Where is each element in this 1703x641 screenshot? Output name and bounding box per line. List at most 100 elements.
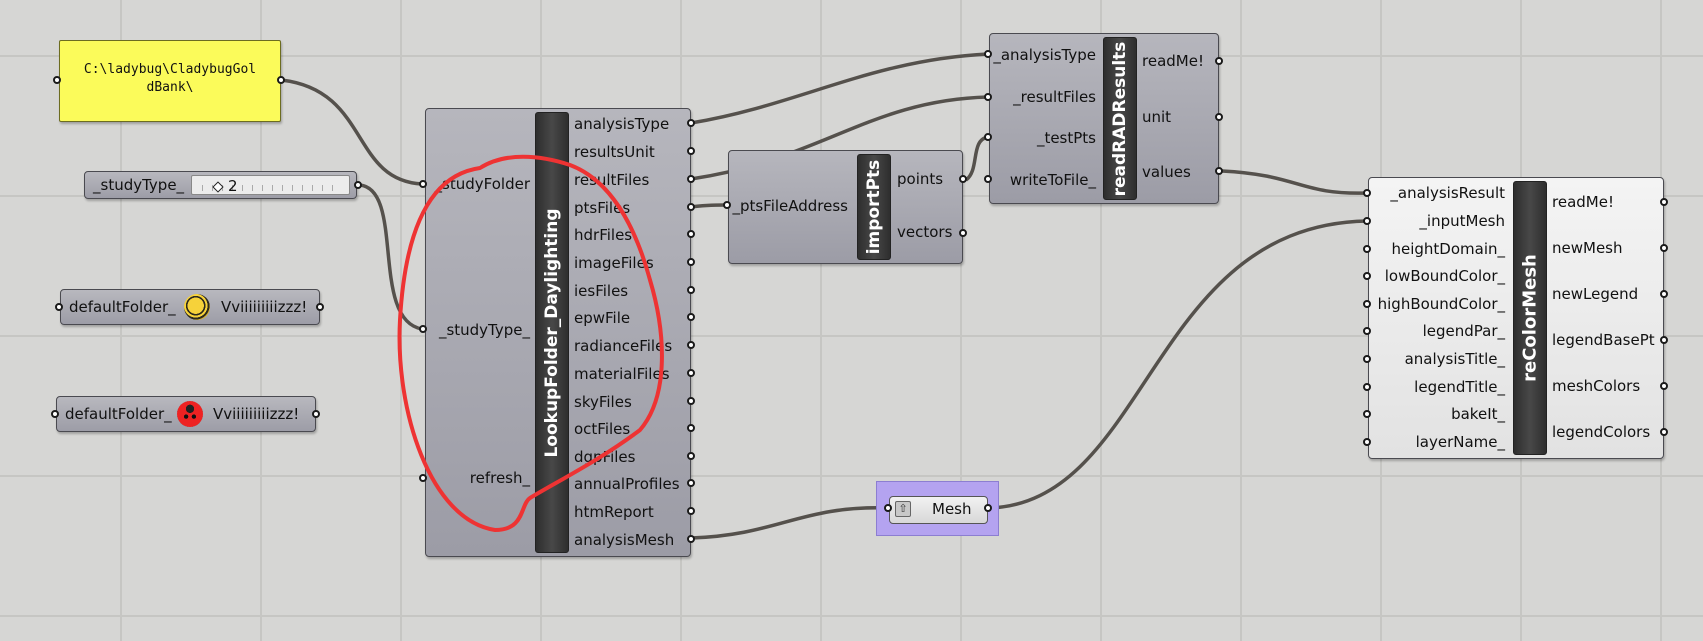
- input-param[interactable]: layerName_: [1415, 433, 1505, 451]
- lookup-input-grip[interactable]: [419, 180, 427, 188]
- output-param[interactable]: imageFiles: [574, 254, 654, 272]
- recolor-output-grip[interactable]: [1660, 290, 1668, 298]
- default-folder-bee-input-grip[interactable]: [55, 303, 63, 311]
- output-param[interactable]: newMesh: [1552, 239, 1623, 257]
- output-param[interactable]: hdrFiles: [574, 226, 633, 244]
- recolor-output-grip[interactable]: [1660, 198, 1668, 206]
- importpts-output-grip[interactable]: [959, 175, 967, 183]
- lookup-output-grip[interactable]: [687, 369, 695, 377]
- lookup-output-grip[interactable]: [687, 203, 695, 211]
- lookup-input-grip[interactable]: [419, 474, 427, 482]
- output-param[interactable]: legendColors: [1552, 423, 1651, 441]
- output-param[interactable]: analysisType: [574, 115, 670, 133]
- lookup-output-grip[interactable]: [687, 535, 695, 543]
- recolor-input-grip[interactable]: [1363, 272, 1371, 280]
- importpts-output-grip[interactable]: [959, 229, 967, 237]
- recolor-output-grip[interactable]: [1660, 382, 1668, 390]
- output-values[interactable]: values: [1142, 163, 1191, 181]
- recolor-input-grip[interactable]: [1363, 300, 1371, 308]
- recolor-input-grip[interactable]: [1363, 189, 1371, 197]
- input-writetofile[interactable]: writeToFile_: [1009, 171, 1096, 189]
- lookup-output-grip[interactable]: [687, 258, 695, 266]
- readrad-input-grip[interactable]: [984, 175, 992, 183]
- output-points[interactable]: points: [897, 170, 944, 188]
- output-vectors[interactable]: vectors: [897, 223, 953, 241]
- importpts-input-grip[interactable]: [723, 201, 731, 209]
- mesh-input-grip[interactable]: [884, 504, 892, 512]
- file-path-panel[interactable]: C:\ladybug\CladybugGol dBank\: [59, 40, 281, 122]
- readrad-input-grip[interactable]: [984, 93, 992, 101]
- recolor-input-grip[interactable]: [1363, 438, 1371, 446]
- lookup-output-grip[interactable]: [687, 507, 695, 515]
- output-param[interactable]: annualProfiles: [574, 475, 680, 493]
- output-param[interactable]: octFiles: [574, 420, 631, 438]
- output-readme[interactable]: readMe!: [1142, 52, 1204, 70]
- mesh-group[interactable]: ⇧ Mesh: [876, 481, 999, 536]
- readrad-output-grip[interactable]: [1215, 167, 1223, 175]
- input-ptsfileaddress[interactable]: _ptsFileAddress: [732, 197, 848, 215]
- input-param[interactable]: bakeIt_: [1451, 405, 1505, 423]
- readrad-input-grip[interactable]: [984, 133, 992, 141]
- input-param[interactable]: heightDomain_: [1391, 240, 1505, 258]
- lookup-output-grip[interactable]: [687, 479, 695, 487]
- recolor-input-grip[interactable]: [1363, 245, 1371, 253]
- output-param[interactable]: resultsUnit: [574, 143, 655, 161]
- importpts-component[interactable]: importPts _ptsFileAddress points vectors: [728, 150, 963, 264]
- panel-input-grip[interactable]: [53, 76, 61, 84]
- input-analysistype[interactable]: _analysisType: [993, 46, 1096, 64]
- lookupfolder-daylighting-component[interactable]: LookupFolder_Daylighting _studyFolder _s…: [425, 108, 691, 557]
- recolor-input-grip[interactable]: [1363, 217, 1371, 225]
- studytype-slider[interactable]: _studyType_ 2: [84, 171, 357, 199]
- default-folder-ladybug-output-grip[interactable]: [312, 410, 320, 418]
- output-param[interactable]: materialFiles: [574, 365, 670, 383]
- input-param[interactable]: lowBoundColor_: [1384, 267, 1505, 285]
- output-param[interactable]: epwFile: [574, 309, 631, 327]
- recolor-output-grip[interactable]: [1660, 244, 1668, 252]
- input-param[interactable]: legendTitle_: [1414, 378, 1505, 396]
- default-folder-ladybug-input-grip[interactable]: [51, 410, 59, 418]
- lookup-output-grip[interactable]: [687, 424, 695, 432]
- output-param[interactable]: readMe!: [1552, 193, 1614, 211]
- input-param[interactable]: _inputMesh: [1419, 212, 1505, 230]
- input-param[interactable]: highBoundColor_: [1377, 295, 1505, 313]
- default-folder-bee[interactable]: defaultFolder_ Vviiiiiiiiizzz!: [60, 289, 320, 325]
- recolor-input-grip[interactable]: [1363, 410, 1371, 418]
- panel-output-grip[interactable]: [277, 76, 285, 84]
- input-param[interactable]: legendPar_: [1422, 322, 1505, 340]
- output-param[interactable]: analysisMesh: [574, 531, 675, 549]
- slider-output-grip[interactable]: [354, 181, 362, 189]
- input-studytype[interactable]: _studyType_: [438, 321, 530, 339]
- mesh-param[interactable]: ⇧ Mesh: [889, 496, 988, 524]
- default-folder-bee-output-grip[interactable]: [316, 303, 324, 311]
- recolor-output-grip[interactable]: [1660, 428, 1668, 436]
- default-folder-ladybug[interactable]: defaultFolder_ Vviiiiiiiiizzz!: [56, 396, 316, 432]
- readradresults-component[interactable]: readRADResults _analysisType _resultFile…: [989, 33, 1219, 204]
- input-param[interactable]: analysisTitle_: [1404, 350, 1505, 368]
- input-refresh[interactable]: refresh_: [469, 469, 530, 487]
- lookup-output-grip[interactable]: [687, 452, 695, 460]
- recolor-input-grip[interactable]: [1363, 355, 1371, 363]
- mesh-output-grip[interactable]: [984, 504, 992, 512]
- output-unit[interactable]: unit: [1142, 108, 1172, 126]
- readrad-output-grip[interactable]: [1215, 57, 1223, 65]
- lookup-input-grip[interactable]: [419, 325, 427, 333]
- input-resultfiles[interactable]: _resultFiles: [1013, 88, 1096, 106]
- lookup-output-grip[interactable]: [687, 175, 695, 183]
- recolormesh-component[interactable]: reColorMesh _analysisResult _inputMesh h…: [1368, 177, 1664, 459]
- lookup-output-grip[interactable]: [687, 147, 695, 155]
- output-param[interactable]: legendBasePt: [1552, 331, 1655, 349]
- input-studyfolder[interactable]: _studyFolder: [434, 175, 530, 193]
- lookup-output-grip[interactable]: [687, 341, 695, 349]
- output-param[interactable]: ptsFiles: [574, 199, 631, 217]
- readrad-input-grip[interactable]: [984, 50, 992, 58]
- output-param[interactable]: dgpFiles: [574, 448, 636, 466]
- recolor-input-grip[interactable]: [1363, 327, 1371, 335]
- lookup-output-grip[interactable]: [687, 119, 695, 127]
- lookup-output-grip[interactable]: [687, 397, 695, 405]
- recolor-output-grip[interactable]: [1660, 336, 1668, 344]
- lookup-output-grip[interactable]: [687, 286, 695, 294]
- output-param[interactable]: skyFiles: [574, 393, 632, 411]
- input-param[interactable]: _analysisResult: [1390, 184, 1505, 202]
- lookup-output-grip[interactable]: [687, 230, 695, 238]
- output-param[interactable]: radianceFiles: [574, 337, 673, 355]
